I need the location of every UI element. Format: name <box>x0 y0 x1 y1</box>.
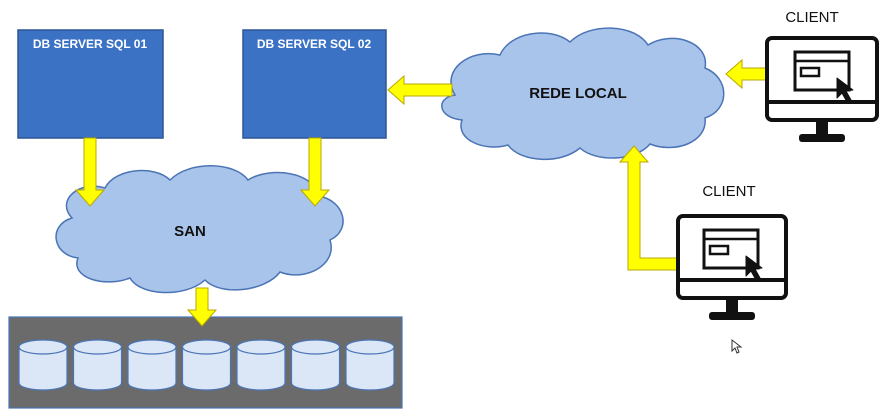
arrow-client2-to-lan <box>618 145 679 271</box>
db-server-01-label: DB SERVER SQL 01 <box>33 37 148 51</box>
client-2: CLIENT <box>676 183 788 320</box>
arrow-client1-to-lan <box>725 58 767 90</box>
db-server-02-label: DB SERVER SQL 02 <box>257 37 372 51</box>
san-cloud: SAN <box>55 165 344 294</box>
storage-disk <box>72 339 123 391</box>
client-2-label: CLIENT <box>702 183 755 200</box>
san-cloud-shape <box>55 165 344 294</box>
storage-disk <box>236 339 286 391</box>
arrow-lan-to-server02 <box>387 74 453 106</box>
client-1-label: CLIENT <box>785 9 838 26</box>
db-server-01: DB SERVER SQL 01 <box>17 29 164 139</box>
lan-cloud: REDE LOCAL <box>441 27 725 160</box>
storage-array <box>8 316 403 409</box>
storage-disk <box>290 339 341 391</box>
storage-disk <box>181 339 232 391</box>
arrow-san-to-storage <box>186 287 218 327</box>
db-server-01-box <box>17 29 164 139</box>
storage-disk <box>127 339 177 391</box>
arrows <box>74 58 767 327</box>
storage-disk <box>18 339 68 391</box>
lan-cloud-shape <box>441 27 725 160</box>
storage-disk <box>345 339 395 391</box>
lan-cloud-label: REDE LOCAL <box>529 85 627 102</box>
client-2-monitor-icon <box>676 214 788 320</box>
arrow-server02-to-san <box>299 137 331 207</box>
arrow-server01-to-san <box>74 137 106 207</box>
client-1-monitor-icon <box>765 36 879 142</box>
storage-disks <box>18 339 395 391</box>
san-cloud-label: SAN <box>174 223 206 240</box>
db-server-02-box <box>242 29 387 139</box>
mouse-cursor-icon <box>731 338 743 354</box>
db-server-02: DB SERVER SQL 02 <box>242 29 387 139</box>
client-1: CLIENT <box>765 9 879 142</box>
